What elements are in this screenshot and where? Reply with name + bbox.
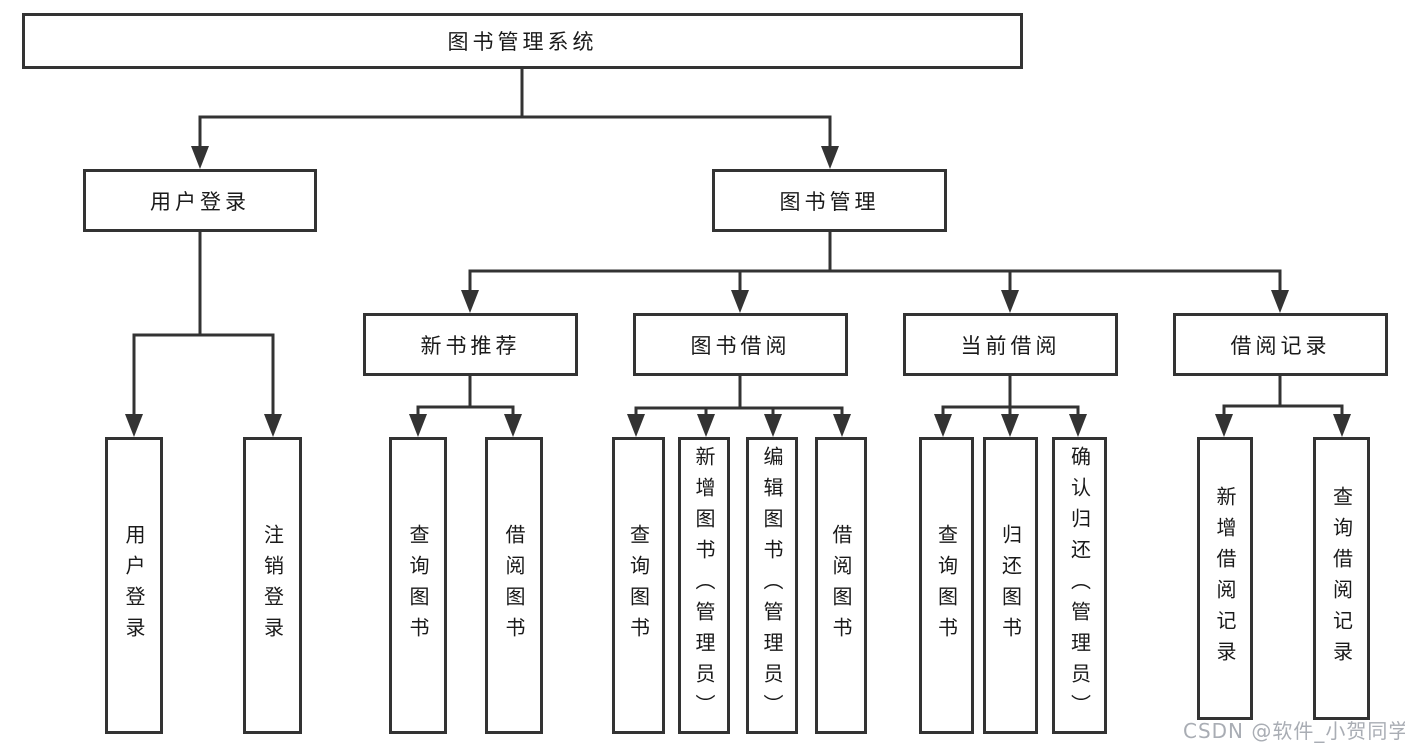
arrowhead-icon (264, 414, 282, 437)
arrowhead-icon (191, 146, 209, 169)
node-label: 当前借阅 (960, 333, 1061, 358)
leaf-label: 查询借阅记录 (1329, 485, 1354, 672)
node-book-management: 图书管理 (712, 169, 947, 232)
leaf-query-books-recommend: 查询图书 (389, 437, 447, 734)
arrowhead-icon (934, 414, 952, 437)
leaf-confirm-return-admin: 确认归还（管理员） (1052, 437, 1107, 734)
arrowhead-icon (1001, 414, 1019, 437)
leaf-label: 查询图书 (406, 523, 430, 648)
arrowhead-icon (731, 290, 749, 313)
arrowhead-icon (1215, 414, 1233, 437)
node-label: 图书管理 (779, 189, 880, 214)
node-current-borrow: 当前借阅 (903, 313, 1118, 376)
leaf-logout: 注销登录 (243, 437, 302, 734)
arrowhead-icon (1333, 414, 1351, 437)
leaf-label: 查询图书 (934, 523, 959, 648)
leaf-user-login: 用户登录 (105, 437, 163, 734)
arrowhead-icon (627, 414, 645, 437)
leaf-label: 确认归还（管理员） (1067, 446, 1092, 725)
arrowhead-icon (821, 146, 839, 169)
leaf-return-book: 归还图书 (983, 437, 1038, 734)
node-label: 新书推荐 (420, 333, 521, 358)
node-label: 图书借阅 (690, 333, 791, 358)
leaf-label: 借阅图书 (829, 523, 853, 648)
connector-path (132, 67, 1344, 420)
leaf-label: 编辑图书（管理员） (760, 446, 784, 725)
watermark: CSDN @软件_小贺同学 (1183, 719, 1405, 743)
leaf-label: 新增借阅记录 (1213, 485, 1237, 672)
leaf-query-books-current: 查询图书 (919, 437, 974, 734)
arrowhead-icon (409, 414, 427, 437)
arrowhead-icon (764, 414, 782, 437)
node-label: 用户登录 (150, 189, 250, 214)
arrowhead-icon (697, 414, 715, 437)
leaf-label: 注销登录 (260, 523, 285, 648)
node-borrow-records: 借阅记录 (1173, 313, 1388, 376)
leaf-edit-book-admin: 编辑图书（管理员） (746, 437, 798, 734)
node-label: 借阅记录 (1230, 333, 1331, 358)
leaf-label: 归还图书 (998, 523, 1023, 648)
arrowhead-icon (1069, 414, 1087, 437)
arrowhead-icon (461, 290, 479, 313)
leaf-borrow-books: 借阅图书 (815, 437, 867, 734)
leaf-label: 新增图书（管理员） (692, 446, 716, 725)
leaf-label: 借阅图书 (502, 523, 526, 648)
leaf-borrow-books-recommend: 借阅图书 (485, 437, 543, 734)
leaf-add-borrow-record: 新增借阅记录 (1197, 437, 1253, 720)
arrowhead-icon (125, 414, 143, 437)
node-user-login: 用户登录 (83, 169, 317, 232)
node-new-book-recommend: 新书推荐 (363, 313, 578, 376)
arrowhead-icon (1001, 290, 1019, 313)
node-book-borrow: 图书借阅 (633, 313, 848, 376)
node-label: 图书管理系统 (447, 30, 598, 54)
leaf-label: 用户登录 (122, 523, 146, 648)
arrowhead-icon (504, 414, 522, 437)
leaf-query-books-borrow: 查询图书 (612, 437, 665, 734)
arrowhead-icon (833, 414, 851, 437)
leaf-label: 查询图书 (626, 523, 651, 648)
arrowhead-icon (1271, 290, 1289, 313)
leaf-query-borrow-record: 查询借阅记录 (1313, 437, 1370, 720)
node-root: 图书管理系统 (22, 13, 1023, 69)
leaf-add-book-admin: 新增图书（管理员） (678, 437, 730, 734)
